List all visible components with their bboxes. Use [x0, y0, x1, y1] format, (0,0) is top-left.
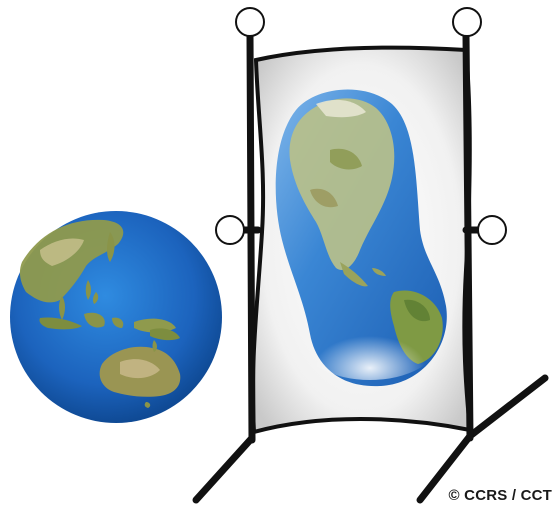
globe-icon: [10, 211, 222, 423]
pin-icon: [216, 216, 244, 244]
projection-sheet-icon: [253, 48, 470, 432]
pin-icon: [478, 216, 506, 244]
pin-icon: [236, 8, 264, 36]
copyright-credit: © CCRS / CCT: [449, 487, 552, 504]
pin-icon: [453, 8, 481, 36]
